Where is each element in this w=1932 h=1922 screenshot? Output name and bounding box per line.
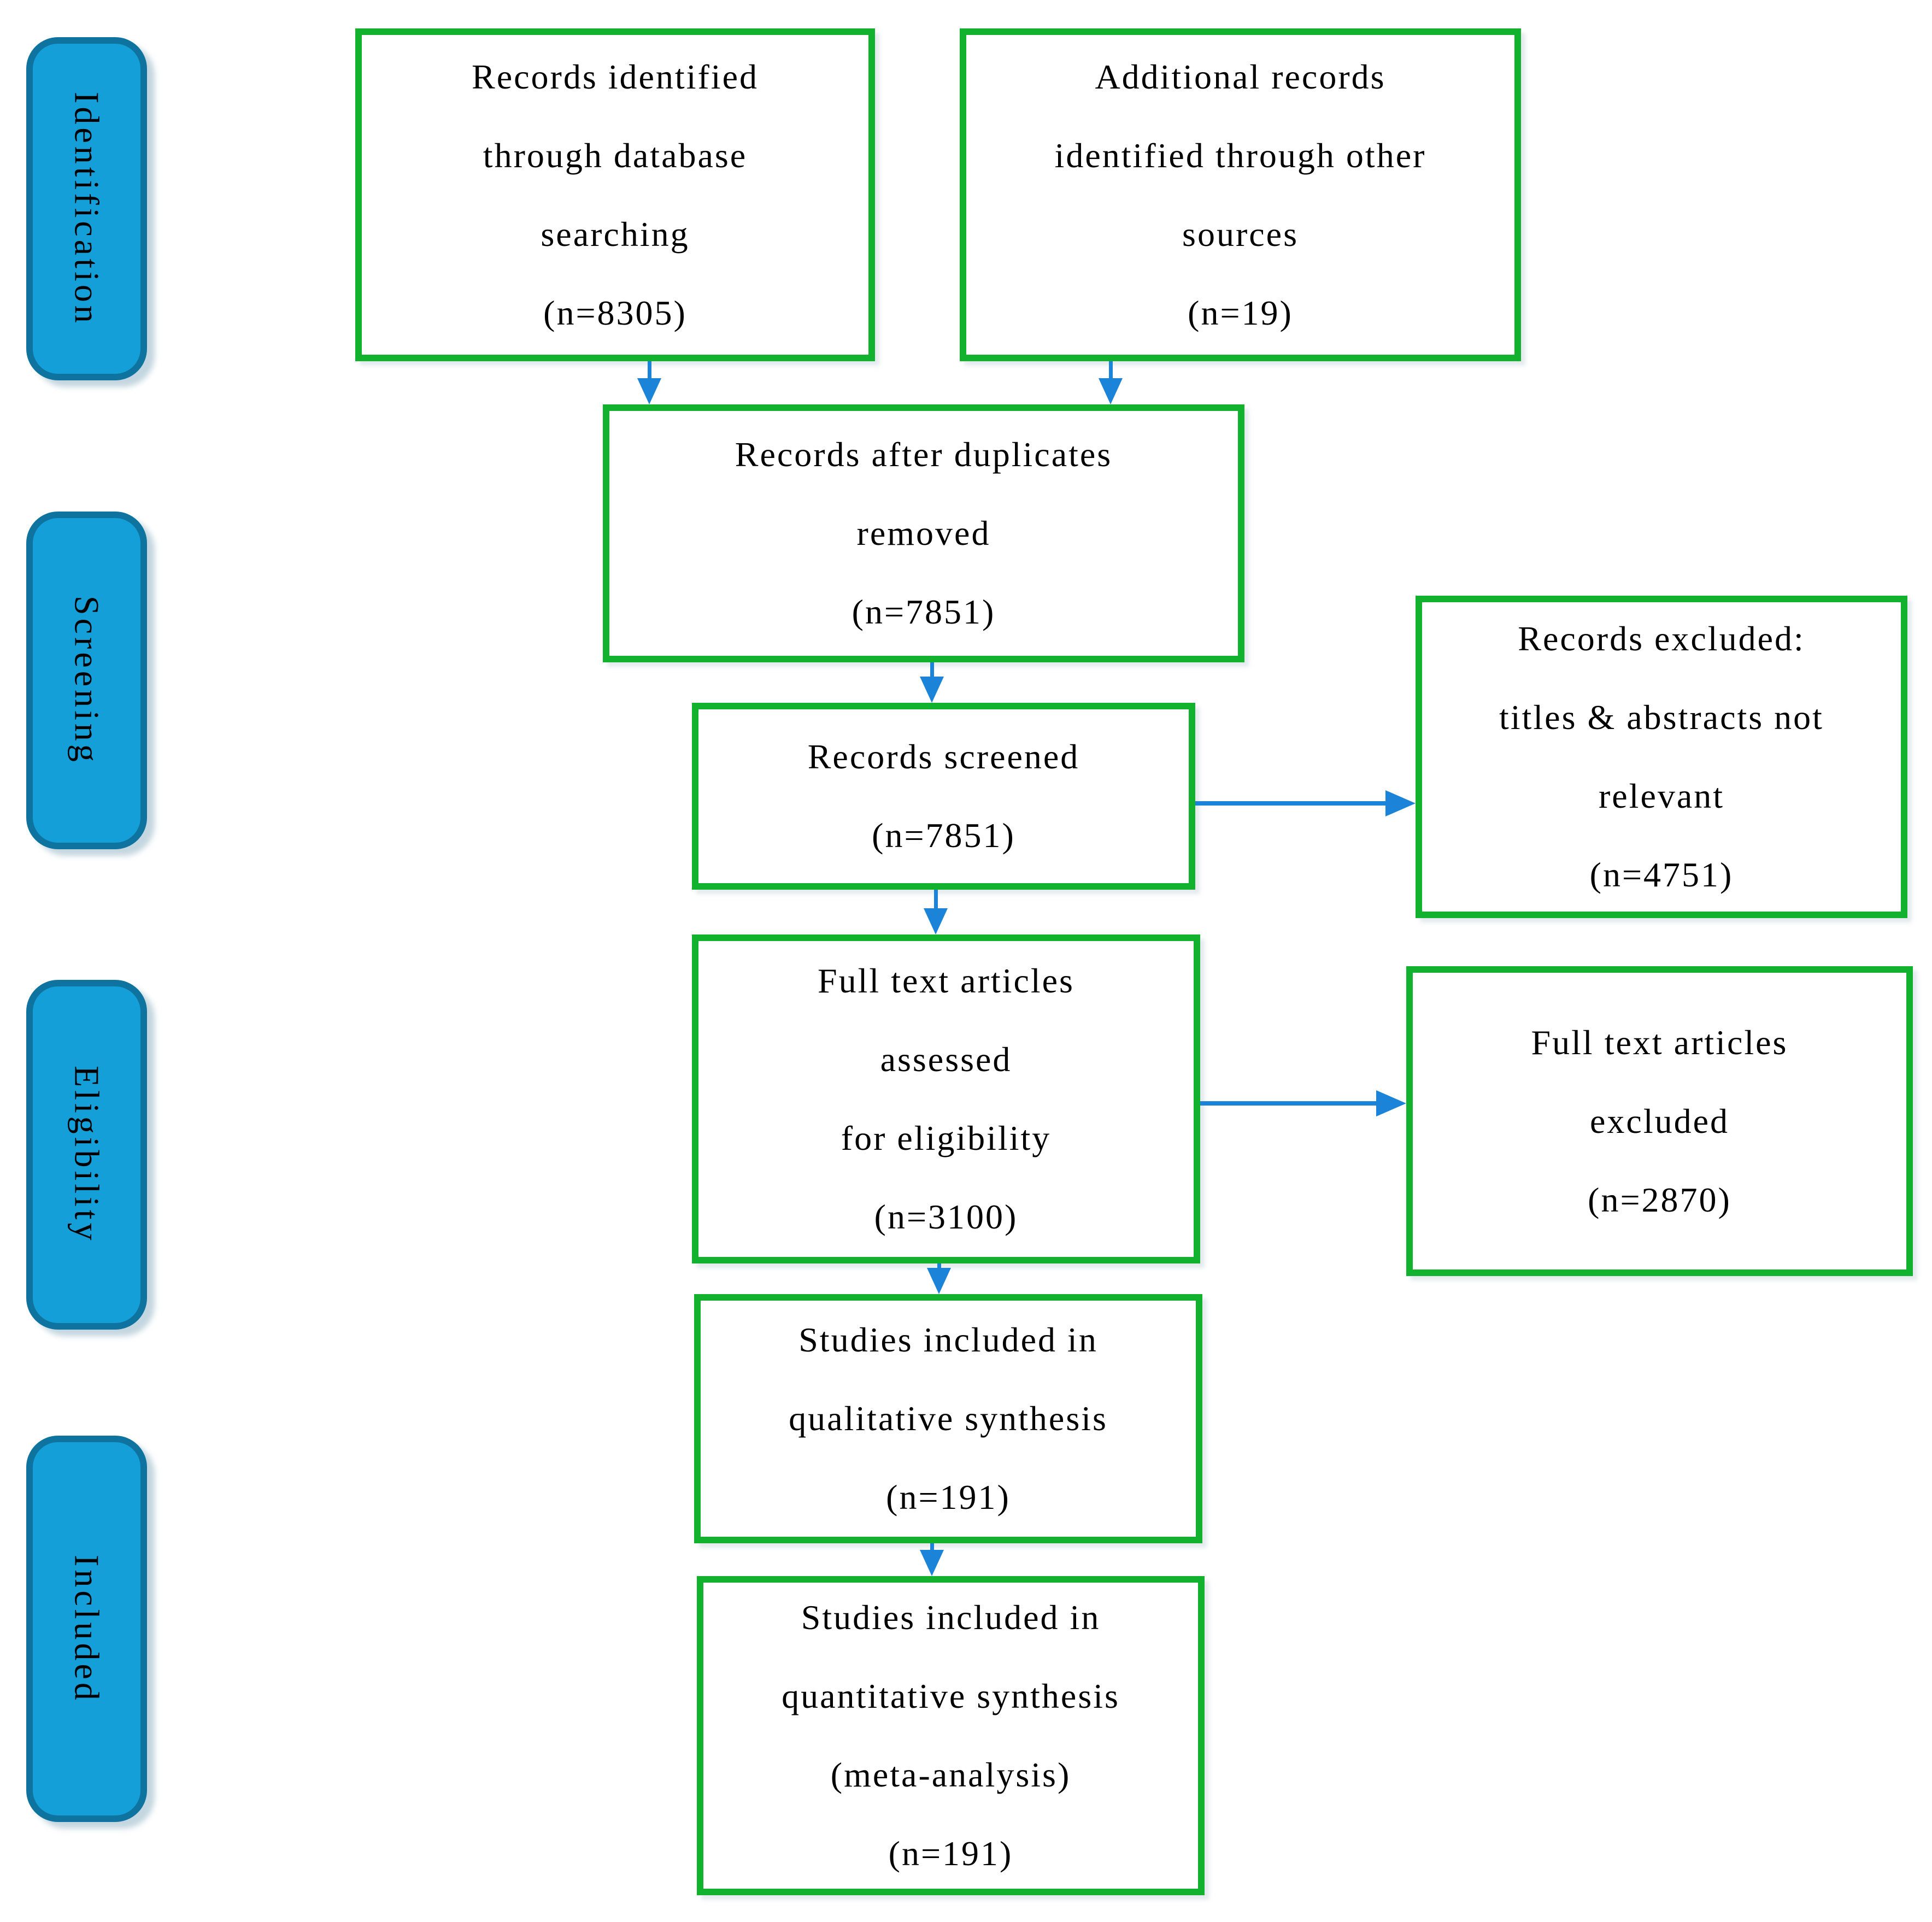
arrow-head-icon xyxy=(924,908,948,934)
right-arrow-icon xyxy=(1195,790,1416,816)
box-records-excluded-text: Records excluded: titles & abstracts not… xyxy=(1499,619,1824,894)
down-arrow-icon xyxy=(920,1543,944,1576)
arrow-head-icon xyxy=(1099,378,1123,404)
arrow-stem xyxy=(930,1543,934,1550)
box-records-after-duplicates-text: Records after duplicates removed (n=7851… xyxy=(735,435,1113,631)
arrow-stem xyxy=(1108,361,1113,378)
box-full-text-excluded-text: Full text articles excluded (n=2870) xyxy=(1531,1022,1788,1219)
arrow-head-icon xyxy=(920,677,944,703)
stage-label-screening: Screening xyxy=(26,512,147,849)
box-records-excluded: Records excluded: titles & abstracts not… xyxy=(1416,596,1907,918)
down-arrow-icon xyxy=(637,361,661,404)
right-arrow-icon xyxy=(1200,1090,1406,1116)
box-records-screened-text: Records screened (n=7851) xyxy=(807,737,1080,855)
box-additional-records-text: Additional records identified through ot… xyxy=(1054,57,1426,332)
box-records-after-duplicates: Records after duplicates removed (n=7851… xyxy=(603,404,1244,662)
arrow-head-icon xyxy=(637,378,661,404)
arrow-head-icon xyxy=(1385,790,1416,816)
box-records-identified-text: Records identified through database sear… xyxy=(472,57,759,332)
arrow-head-icon xyxy=(1376,1090,1406,1116)
stage-label-screening-text: Screening xyxy=(67,596,107,765)
stage-label-eligibility-text: Eligibility xyxy=(67,1066,107,1244)
stage-label-included: Included xyxy=(26,1436,147,1822)
arrow-stem xyxy=(933,890,938,908)
arrow-stem xyxy=(937,1263,941,1268)
box-records-identified: Records identified through database sear… xyxy=(355,28,875,361)
box-quantitative-synthesis-text: Studies included in quantitative synthes… xyxy=(782,1598,1120,1873)
box-quantitative-synthesis: Studies included in quantitative synthes… xyxy=(697,1576,1205,1895)
down-arrow-icon xyxy=(1099,361,1123,404)
box-full-text-excluded: Full text articles excluded (n=2870) xyxy=(1406,966,1913,1276)
box-full-text-assessed-text: Full text articles assessed for eligibil… xyxy=(818,961,1074,1236)
stage-label-identification: Identification xyxy=(26,37,147,380)
box-records-screened: Records screened (n=7851) xyxy=(692,703,1195,890)
down-arrow-icon xyxy=(924,890,948,934)
stage-label-identification-text: Identification xyxy=(67,91,107,326)
down-arrow-icon xyxy=(920,662,944,703)
box-full-text-assessed: Full text articles assessed for eligibil… xyxy=(692,934,1200,1263)
arrow-stem xyxy=(1200,1101,1379,1106)
stage-label-eligibility: Eligibility xyxy=(26,980,147,1330)
box-additional-records: Additional records identified through ot… xyxy=(960,28,1521,361)
down-arrow-icon xyxy=(927,1263,951,1294)
stage-label-included-text: Included xyxy=(67,1554,107,1703)
arrow-head-icon xyxy=(920,1550,944,1576)
arrow-stem xyxy=(1195,801,1388,806)
arrow-stem xyxy=(930,662,934,677)
arrow-stem xyxy=(647,361,651,378)
box-qualitative-synthesis-text: Studies included in qualitative synthesi… xyxy=(789,1320,1108,1517)
box-qualitative-synthesis: Studies included in qualitative synthesi… xyxy=(694,1294,1202,1543)
arrow-head-icon xyxy=(927,1268,951,1294)
